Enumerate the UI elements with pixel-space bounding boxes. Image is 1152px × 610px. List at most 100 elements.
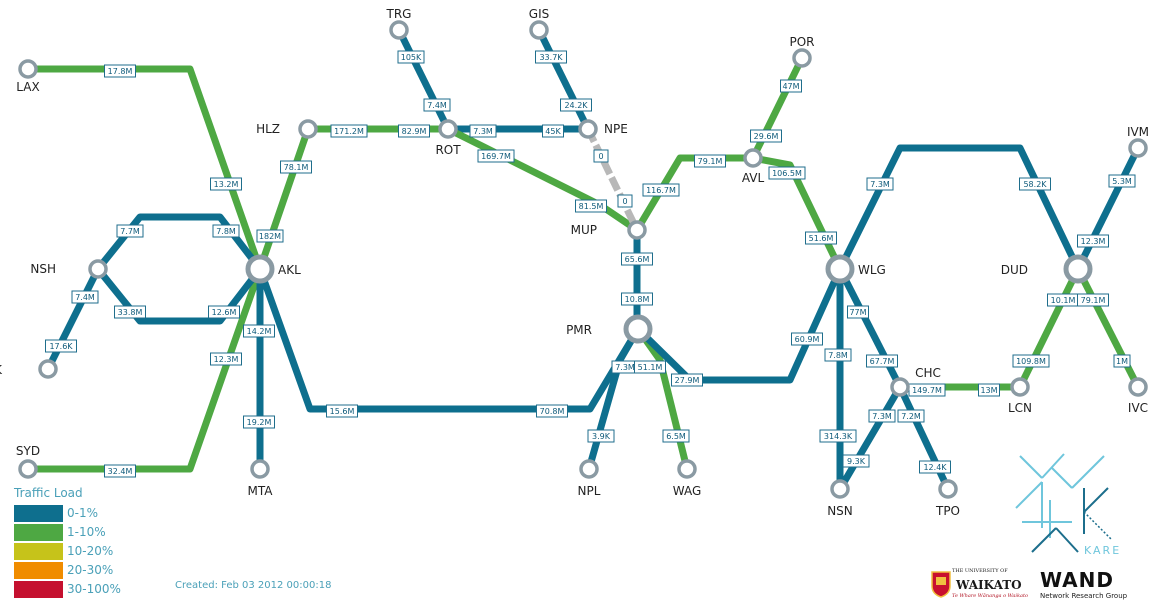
node-ring[interactable] — [250, 459, 270, 479]
node-ring[interactable] — [88, 259, 108, 279]
node-rot[interactable]: ROT — [435, 119, 461, 157]
node-ring[interactable] — [1063, 254, 1093, 284]
traffic-label-box — [535, 50, 567, 64]
node-ring[interactable] — [18, 59, 38, 79]
traffic-label-box — [1012, 354, 1050, 368]
node-wrk[interactable]: WRK — [0, 359, 58, 379]
traffic-label-text: 15.6M — [330, 407, 355, 416]
node-lcn[interactable]: LCN — [1008, 377, 1032, 415]
traffic-label: 33.8M — [114, 305, 146, 319]
node-ring[interactable] — [38, 359, 58, 379]
traffic-label-box — [116, 224, 144, 238]
node-ring[interactable] — [938, 479, 958, 499]
node-npe[interactable]: NPE — [578, 119, 628, 139]
node-akl[interactable]: AKL — [245, 254, 301, 284]
node-ivm[interactable]: IVM — [1127, 125, 1149, 158]
node-ring[interactable] — [298, 119, 318, 139]
node-ring[interactable] — [1128, 377, 1148, 397]
waikato-crest-icon — [931, 570, 951, 598]
node-ring[interactable] — [1010, 377, 1030, 397]
traffic-label-text: 0 — [598, 152, 603, 161]
node-ring[interactable] — [579, 459, 599, 479]
traffic-label-box — [330, 124, 368, 138]
traffic-label-box — [642, 183, 680, 197]
node-mup[interactable]: MUP — [571, 220, 647, 240]
traffic-label-text: 7.7M — [120, 227, 140, 236]
node-ring[interactable] — [677, 459, 697, 479]
node-ring[interactable] — [627, 220, 647, 240]
node-label: GIS — [529, 7, 549, 21]
node-wag[interactable]: WAG — [673, 459, 702, 498]
traffic-label: 109.8M — [1012, 354, 1050, 368]
traffic-label-text: 78.1M — [284, 163, 309, 172]
node-wlg[interactable]: WLG — [825, 254, 886, 284]
traffic-label-text: 5.3M — [1112, 177, 1132, 186]
node-ivc[interactable]: IVC — [1128, 377, 1148, 415]
node-nsn[interactable]: NSN — [827, 479, 853, 518]
traffic-label-text: 3.9K — [592, 432, 611, 441]
node-ring[interactable] — [578, 119, 598, 139]
node-trg[interactable]: TRG — [386, 7, 412, 40]
traffic-label-box — [868, 409, 896, 423]
node-ring[interactable] — [18, 459, 38, 479]
traffic-label-text: 0 — [622, 197, 627, 206]
node-ring[interactable] — [830, 479, 850, 499]
node-por[interactable]: POR — [789, 35, 815, 68]
traffic-label-text: 47M — [782, 82, 799, 91]
node-mta[interactable]: MTA — [248, 459, 274, 498]
traffic-label-box — [45, 339, 77, 353]
traffic-label-box — [1077, 234, 1109, 248]
node-ring[interactable] — [825, 254, 855, 284]
node-ring[interactable] — [529, 20, 549, 40]
traffic-label-text: 171.2M — [334, 127, 364, 136]
node-ring[interactable] — [1128, 138, 1148, 158]
node-chc[interactable]: CHC — [890, 366, 941, 397]
node-ring[interactable] — [890, 377, 910, 397]
node-ring[interactable] — [623, 314, 653, 344]
traffic-label: 12.4K — [919, 460, 951, 474]
node-dud[interactable]: DUD — [1001, 254, 1093, 284]
traffic-label-box — [397, 50, 425, 64]
traffic-label-text: 169.7M — [481, 152, 511, 161]
node-nsh[interactable]: NSH — [30, 259, 108, 279]
traffic-label: 79.1M — [694, 154, 726, 168]
traffic-label-box — [621, 252, 653, 266]
node-avl[interactable]: AVL — [742, 148, 765, 185]
legend-row-10-20: 10-20% — [14, 542, 121, 560]
node-ring[interactable] — [743, 148, 763, 168]
node-tpo[interactable]: TPO — [935, 479, 960, 518]
traffic-label: 14.2M — [243, 324, 275, 338]
node-npl[interactable]: NPL — [578, 459, 601, 498]
traffic-label: 77M — [847, 305, 869, 319]
traffic-label: 7.8M — [212, 224, 240, 238]
traffic-label: 7.7M — [116, 224, 144, 238]
traffic-label-box — [847, 305, 869, 319]
node-label: HLZ — [256, 122, 280, 136]
link-chc-tpo — [896, 385, 952, 491]
link-npe-mup — [584, 127, 641, 232]
traffic-label: 79.1M — [1077, 293, 1109, 307]
traffic-label-text: 149.7M — [912, 386, 942, 395]
traffic-label-box — [104, 64, 136, 78]
node-ring[interactable] — [245, 254, 275, 284]
traffic-label-box — [824, 348, 852, 362]
node-label: WAG — [673, 484, 702, 498]
traffic-label-box — [575, 199, 607, 213]
traffic-label-box — [593, 149, 609, 163]
traffic-label-text: 65.6M — [625, 255, 650, 264]
traffic-label-text: 7.3M — [473, 127, 493, 136]
traffic-label: 78.1M — [280, 160, 312, 174]
link-nsh-akl-bottom — [95, 266, 263, 325]
node-ring[interactable] — [792, 48, 812, 68]
node-pmr[interactable]: PMR — [566, 314, 653, 344]
node-lax[interactable]: LAX — [16, 59, 40, 94]
legend-swatch-20-30 — [14, 561, 63, 579]
legend-swatch-30-100 — [14, 580, 63, 598]
node-syd[interactable]: SYD — [16, 444, 40, 479]
traffic-label-text: 17.6K — [49, 342, 73, 351]
traffic-label-text: 7.3M — [870, 180, 890, 189]
node-ring[interactable] — [389, 20, 409, 40]
node-gis[interactable]: GIS — [529, 7, 549, 40]
node-hlz[interactable]: HLZ — [256, 119, 318, 139]
node-ring[interactable] — [438, 119, 458, 139]
